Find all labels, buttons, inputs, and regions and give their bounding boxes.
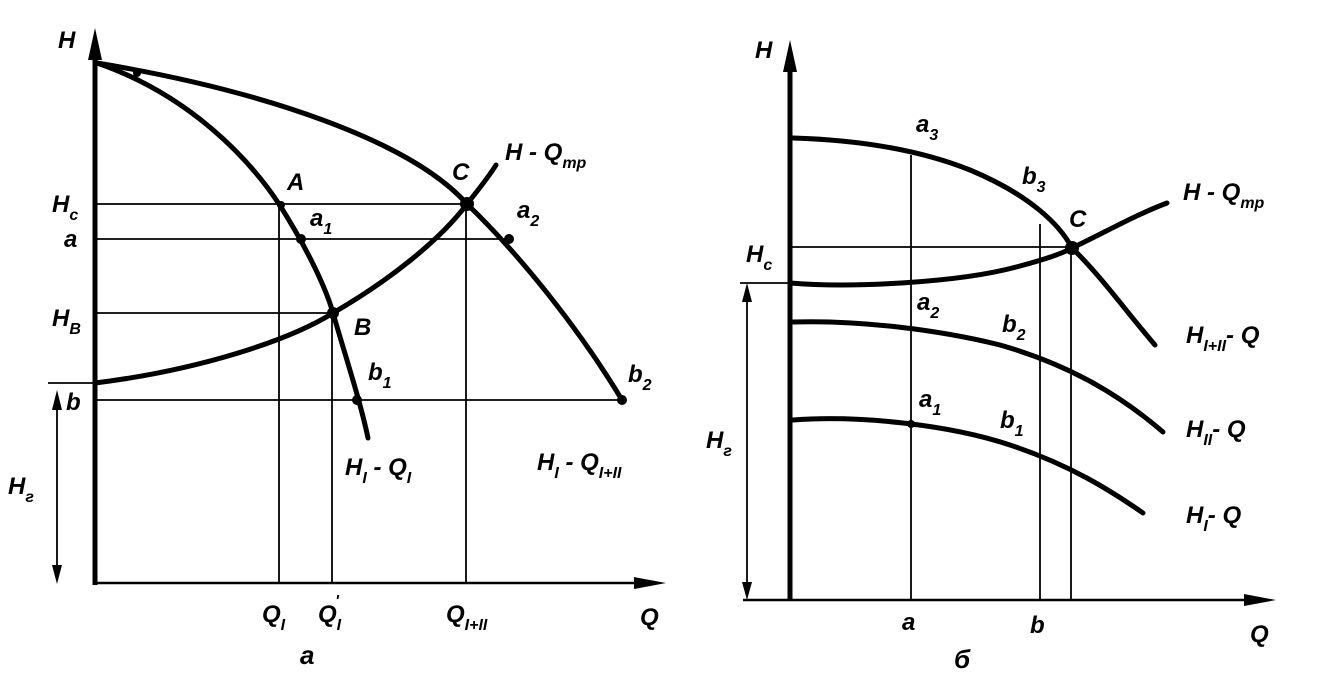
fig-b-tick-hg: Hг <box>706 427 732 460</box>
fig-b-label-a2: a2 <box>917 289 939 322</box>
fig-a-y-axis-label: H <box>58 27 76 54</box>
fig-a-point-B <box>327 307 339 319</box>
fig-a-point-b1 <box>352 395 362 405</box>
fig-b-point-a1 <box>907 420 915 428</box>
fig-a-tick-q12: QI+II <box>446 601 488 634</box>
fig-b-label-C: C <box>1069 206 1087 233</box>
fig-b-tick-b: b <box>1030 612 1045 639</box>
fig-a-label-system-curve: H - Qтр <box>505 139 587 172</box>
fig-b-tick-hc: Hc <box>746 241 772 274</box>
fig-a-label-b1: b1 <box>368 359 392 392</box>
fig-a-curve-system <box>92 162 499 386</box>
fig-a-label-b2: b2 <box>628 361 652 394</box>
fig-a-label-single-curve: HI - QI <box>345 454 412 487</box>
fig-a-point-b2 <box>617 395 627 405</box>
fig-a-x-axis-label: Q <box>640 604 659 631</box>
fig-b-label-b3: b3 <box>1022 163 1046 196</box>
fig-a-point-start <box>133 69 141 77</box>
fig-b-y-arrow <box>783 40 797 72</box>
fig-b-x-arrow <box>1244 594 1276 606</box>
fig-b-hg-arrow-bottom <box>742 582 752 600</box>
fig-b-label-system-curve: H - Qтр <box>1183 179 1265 212</box>
fig-a-label-combined-curve: HI - QI+II <box>537 449 622 482</box>
fig-a-tick-hb: HB <box>52 305 81 338</box>
figure-a: H Q Hc a HB b Hг QI QI' QI+II A B C a1 a… <box>8 27 666 670</box>
fig-b-hg-arrow-top <box>742 283 752 302</box>
fig-a-y-arrow <box>88 28 102 60</box>
fig-a-point-a2 <box>504 234 514 244</box>
fig-b-curve-system <box>787 200 1170 288</box>
fig-a-curve-single <box>94 60 371 441</box>
fig-b-point-C <box>1065 241 1079 255</box>
fig-b-y-axis-label: H <box>755 37 773 64</box>
fig-a-label-A: A <box>286 169 304 196</box>
fig-a-hg-arrow-top <box>52 390 62 410</box>
fig-b-label-h12-curve: HI+II- Q <box>1186 322 1260 355</box>
fig-a-tick-hc: Hc <box>52 191 78 224</box>
fig-a-label-a1: a1 <box>310 205 332 238</box>
figure-b: H Q Hc Hг a b C a3 b3 a2 b2 a1 b1 H - Qт… <box>706 37 1276 674</box>
fig-b-label-h1-curve: HI- Q <box>1186 502 1241 535</box>
fig-a-curve-combined <box>94 60 625 403</box>
fig-b-label-b1: b1 <box>1000 407 1024 440</box>
fig-b-tick-a: a <box>902 609 915 636</box>
fig-a-tick-q1: QI <box>262 601 286 634</box>
fig-a-tick-a: a <box>64 226 77 253</box>
fig-b-caption: б <box>954 644 971 674</box>
fig-b-label-a1: a1 <box>919 386 941 419</box>
fig-a-point-a1 <box>296 234 306 244</box>
fig-a-hg-arrow-bottom <box>52 565 62 584</box>
fig-a-point-C <box>460 197 474 211</box>
fig-b-x-axis-label: Q <box>1250 621 1269 648</box>
fig-a-label-a2: a2 <box>517 197 539 230</box>
fig-a-tick-b: b <box>66 389 81 416</box>
fig-a-tick-q1p: QI' <box>318 593 342 634</box>
fig-a-x-arrow <box>634 577 666 589</box>
fig-a-caption: a <box>300 640 314 670</box>
fig-a-label-C: C <box>452 159 470 186</box>
fig-b-label-a3: a3 <box>916 111 938 144</box>
fig-b-curve-h12 <box>790 135 1158 348</box>
fig-b-curve-h2 <box>790 319 1166 435</box>
fig-a-tick-hg: Hг <box>8 473 34 506</box>
fig-a-label-B: B <box>354 314 371 341</box>
fig-b-curve-h1 <box>790 416 1146 516</box>
fig-b-label-b2: b2 <box>1002 311 1026 344</box>
fig-a-point-A <box>277 201 285 209</box>
fig-b-label-h2-curve: HII- Q <box>1186 416 1246 449</box>
